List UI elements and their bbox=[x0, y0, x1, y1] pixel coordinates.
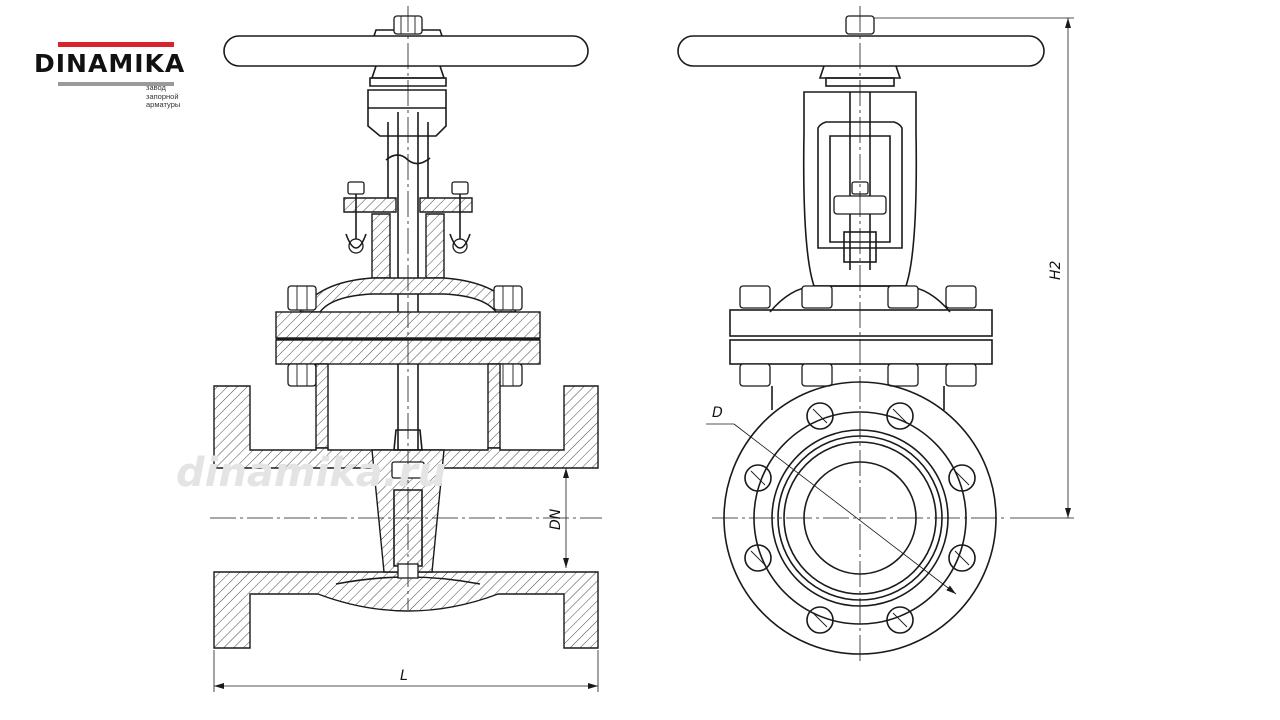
dimension-height-label: H2 bbox=[1048, 260, 1064, 280]
logo-tagline-line-2: запорной bbox=[146, 91, 179, 101]
front-section-view bbox=[210, 6, 602, 649]
dimension-nominal-diameter: DN bbox=[548, 468, 569, 568]
front-gland-flange bbox=[343, 197, 397, 213]
front-body-lower-wall bbox=[213, 571, 599, 649]
front-handwheel bbox=[223, 35, 589, 67]
front-yoke-block bbox=[367, 89, 447, 137]
dimension-nominal-diameter-label: DN bbox=[548, 508, 564, 530]
logo-gray-bar bbox=[58, 82, 174, 86]
side-handwheel bbox=[677, 35, 1045, 67]
dimension-flange-diameter: D bbox=[706, 405, 957, 595]
side-body-flange bbox=[729, 339, 993, 365]
logo-tagline-line-1: завод bbox=[146, 83, 166, 92]
side-view bbox=[677, 6, 1045, 664]
logo-tagline-line-3: арматуры bbox=[146, 100, 181, 109]
watermark-text: dinamika.ru bbox=[176, 450, 446, 496]
company-logo: DINAMIKA завод запорной арматуры bbox=[34, 40, 204, 110]
dimension-length: L bbox=[213, 650, 599, 692]
dimension-length-label: L bbox=[400, 668, 408, 684]
logo-wordmark: DINAMIKA bbox=[34, 49, 186, 78]
logo-tagline: завод запорной арматуры bbox=[146, 83, 181, 110]
side-bonnet-flange bbox=[729, 309, 993, 337]
dimension-height: H2 bbox=[874, 17, 1074, 519]
front-body-neck bbox=[315, 363, 329, 449]
side-bolt-holes bbox=[744, 402, 976, 634]
front-stuffing-box bbox=[371, 213, 391, 279]
dimension-flange-diameter-label: D bbox=[712, 405, 723, 421]
logo-red-bar bbox=[58, 42, 174, 47]
side-flange-bolts bbox=[739, 285, 977, 387]
